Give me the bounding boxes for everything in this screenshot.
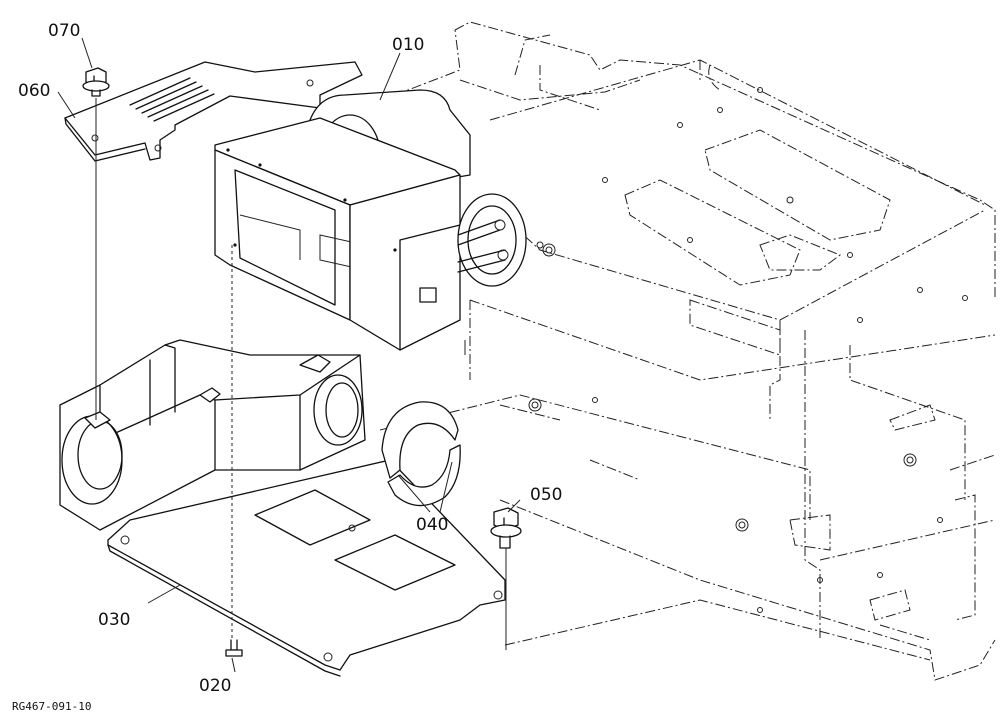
- label-050: 050: [530, 485, 562, 505]
- label-070: 070: [48, 21, 80, 41]
- label-010: 010: [392, 35, 424, 55]
- bracket-060: [64, 61, 363, 162]
- screw-020: [225, 639, 243, 657]
- bolt-050: [490, 507, 522, 549]
- label-020: 020: [199, 676, 231, 696]
- heater-unit-010: [214, 89, 527, 351]
- seal-ring-040: [381, 401, 461, 507]
- assembly-lines: [95, 98, 507, 650]
- drawing-code: RG467-091-10: [12, 700, 91, 713]
- label-040: 040: [416, 515, 448, 535]
- duct-housing-030: [59, 339, 506, 677]
- leader-lines: [57, 37, 521, 673]
- label-030: 030: [98, 610, 130, 630]
- label-060: 060: [18, 81, 50, 101]
- bolt-070: [82, 67, 110, 97]
